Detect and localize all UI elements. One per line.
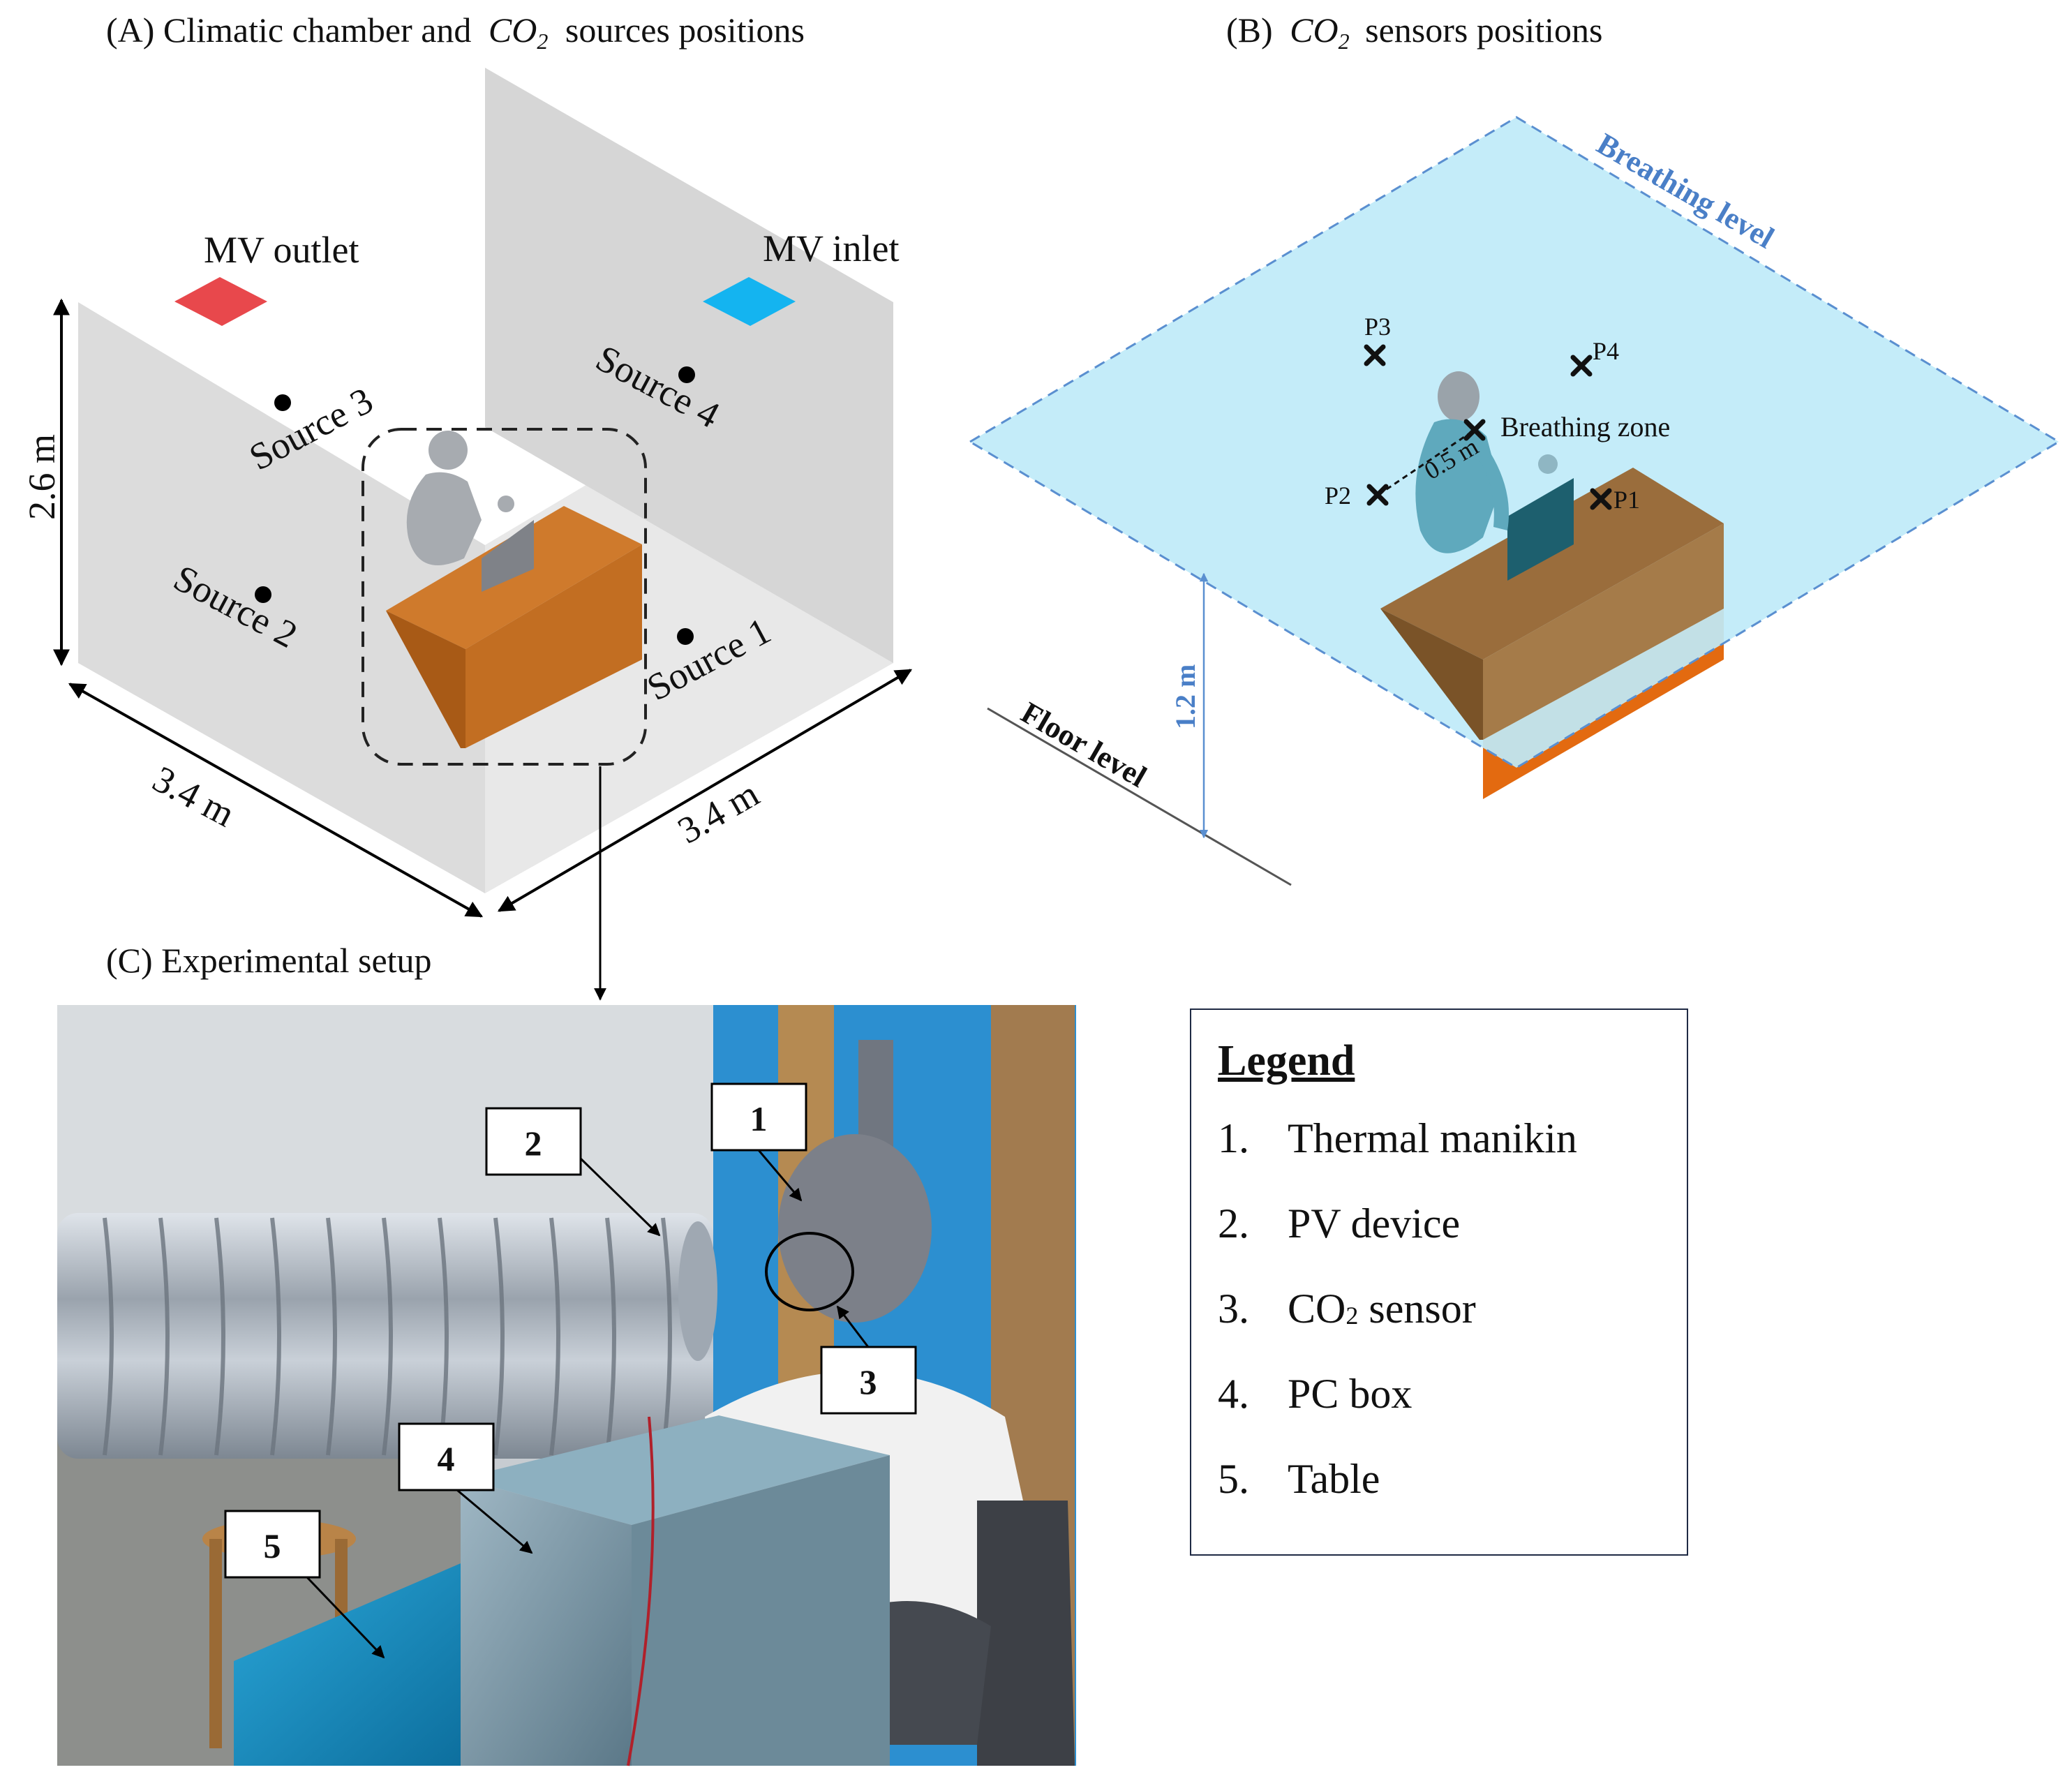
callout-3: 3 — [820, 1305, 917, 1415]
manikin-b — [1415, 371, 1558, 553]
marker-p3 — [1364, 344, 1386, 366]
marker-p2 — [1366, 484, 1389, 506]
legend-title: Legend — [1218, 1037, 1355, 1085]
callout-2: 2 — [485, 1107, 661, 1237]
back-wall — [485, 68, 893, 663]
monitor — [482, 520, 534, 592]
panel-a-title: (A) Climatic chamber and CO2 sources pos… — [106, 10, 805, 57]
breathing-zone-label: Breathing zone — [1500, 411, 1670, 442]
breathing-height-label: 1.2 m — [1170, 664, 1201, 729]
legend: Legend 1.Thermal manikin 2.PV device 3.C… — [1190, 1008, 1688, 1556]
source-1-dot — [677, 628, 694, 645]
monitor-b — [1507, 478, 1574, 581]
desk-top-b — [1380, 468, 1724, 660]
height-label: 2.6 m — [21, 434, 63, 520]
panel-a: (A) Climatic chamber and CO2 sources pos… — [21, 10, 913, 1001]
p4-label: P4 — [1593, 337, 1619, 365]
mv-outlet-vent — [174, 277, 267, 326]
sensor-markers — [1364, 344, 1612, 510]
marker-breathing-zone — [1463, 419, 1486, 441]
p3-label: P3 — [1364, 313, 1391, 341]
panel-b: (B) CO2 sensors positions Floor level Br… — [968, 10, 2061, 886]
svg-text:3: 3 — [860, 1362, 877, 1401]
panel-b-title: (B) CO2 sensors positions — [1226, 10, 1602, 57]
svg-text:1: 1 — [750, 1099, 768, 1138]
breathing-plane — [968, 116, 2061, 769]
source-2-dot — [255, 586, 271, 603]
desk-side-b — [1380, 609, 1483, 740]
callout-1: 1 — [710, 1082, 807, 1202]
manikin-a — [406, 431, 514, 565]
callout-4: 4 — [398, 1422, 533, 1554]
svg-text:4: 4 — [438, 1439, 455, 1478]
source-3-dot — [274, 394, 291, 411]
svg-text:2: 2 — [525, 1124, 542, 1163]
panel-c: (C) Experimental setup — [57, 941, 1076, 1766]
floor-level-label: Floor level — [1015, 695, 1152, 794]
p1-label: P1 — [1613, 486, 1640, 514]
legend-item: 3.CO2 sensor — [1218, 1286, 1476, 1332]
marker-p4 — [1570, 355, 1593, 377]
mv-inlet-vent — [703, 277, 796, 326]
marker-p1 — [1590, 488, 1612, 510]
legend-item: 5.Table — [1218, 1456, 1380, 1502]
desk-front-b — [1483, 523, 1724, 740]
legend-item: 1.Thermal manikin — [1218, 1115, 1577, 1161]
mv-outlet-label: MV outlet — [204, 229, 359, 271]
legend-item: 2.PV device — [1218, 1200, 1461, 1246]
source-4-dot — [678, 366, 695, 383]
svg-text:5: 5 — [264, 1526, 281, 1565]
callout-5: 5 — [224, 1510, 385, 1659]
width-left-dimension — [68, 683, 484, 918]
panel-c-title: (C) Experimental setup — [106, 941, 432, 980]
legend-item: 4.PC box — [1218, 1371, 1413, 1417]
mv-inlet-label: MV inlet — [763, 228, 900, 269]
width-right-dimension — [497, 669, 913, 912]
floor-line — [987, 707, 1292, 886]
width-left-label: 3.4 m — [146, 758, 241, 835]
p2-label: P2 — [1325, 482, 1351, 509]
width-right-label: 3.4 m — [671, 773, 766, 851]
